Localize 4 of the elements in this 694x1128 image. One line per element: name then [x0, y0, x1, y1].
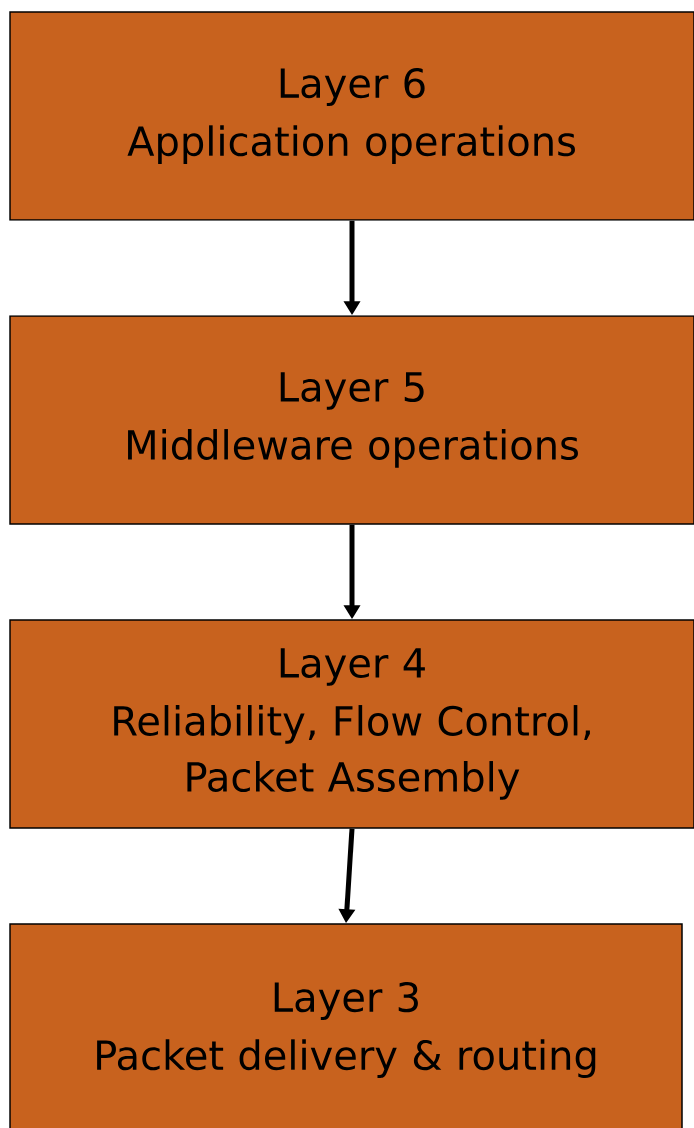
layer-box: Layer 3 Packet delivery & routing [9, 923, 683, 1128]
layer-box: Layer 5 Middleware operations [9, 315, 694, 525]
layer-box: Layer 4 Reliability, Flow Control, Packet Assembly [9, 619, 694, 829]
layer-box: Layer 6 Application operations [9, 11, 694, 221]
